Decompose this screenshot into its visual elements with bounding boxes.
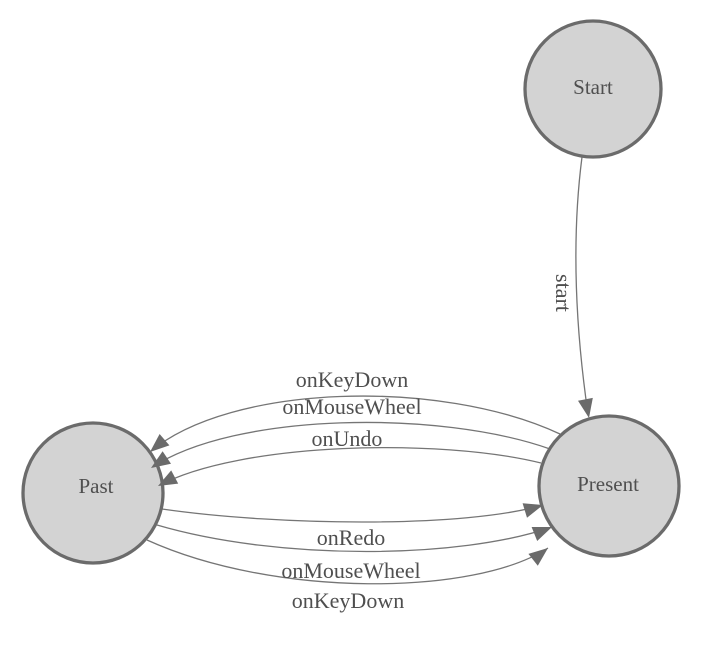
node-group xyxy=(21,19,681,565)
edge-label-group: start onKeyDown onMouseWheel onUndo onRe… xyxy=(281,274,576,613)
edge-label-start: start xyxy=(551,274,576,312)
state-label-present: Present xyxy=(577,472,639,496)
state-node-start[interactable] xyxy=(523,19,663,159)
arrowhead-group xyxy=(150,397,593,566)
arrowhead-onundo-at-past xyxy=(158,470,179,486)
edge-past-to-present-onkeydown xyxy=(146,539,549,585)
edge-label-onmousewheel-top: onMouseWheel xyxy=(282,394,421,419)
state-node-present[interactable] xyxy=(537,414,681,558)
edge-past-to-present-onmousewheel xyxy=(156,524,553,553)
edge-group xyxy=(146,156,589,585)
edge-start-to-present xyxy=(575,156,589,415)
state-node-past[interactable] xyxy=(21,421,165,565)
arrowhead-onmousewheel-at-past xyxy=(151,451,171,468)
node-label-group: Start Present Past xyxy=(78,75,639,498)
edge-present-to-past-onundo xyxy=(157,446,542,487)
arrowhead-start-to-present xyxy=(578,397,593,418)
edge-present-to-past-onkeydown xyxy=(149,395,561,453)
edge-present-to-past-onmousewheel xyxy=(150,421,551,469)
arrowhead-onmousewheel-at-present xyxy=(531,527,552,541)
arrowhead-onredo-at-present xyxy=(522,503,543,518)
arrowhead-onkeydown-at-present xyxy=(528,548,548,566)
edge-label-onmousewheel-bottom: onMouseWheel xyxy=(281,558,420,583)
edge-label-onundo: onUndo xyxy=(312,426,383,451)
state-label-start: Start xyxy=(573,75,613,99)
edge-label-onredo: onRedo xyxy=(317,525,385,550)
state-label-past: Past xyxy=(78,474,113,498)
edge-past-to-present-onredo xyxy=(161,504,544,523)
edge-label-onkeydown-bottom: onKeyDown xyxy=(292,588,404,613)
edge-label-onkeydown-top: onKeyDown xyxy=(296,367,408,392)
arrowhead-onkeydown-at-past xyxy=(150,434,170,452)
